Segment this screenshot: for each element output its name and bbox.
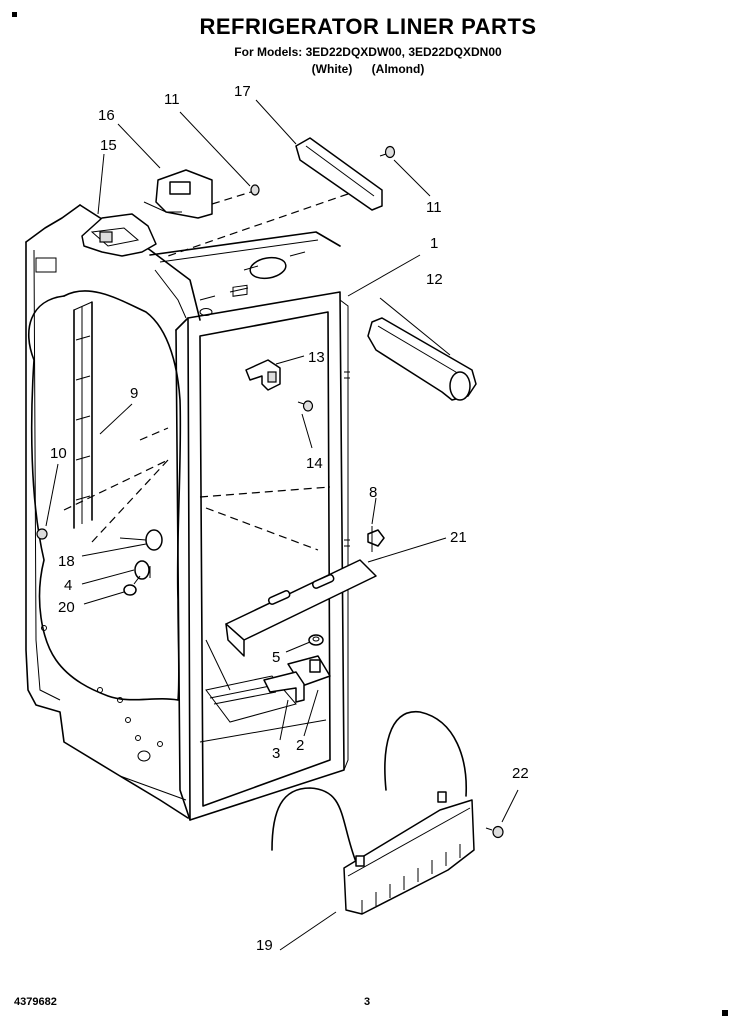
color-white-label: (White)	[311, 62, 353, 76]
callout-part-22: 22	[512, 765, 529, 782]
screw-part-10	[36, 528, 48, 540]
bracket-part-13	[245, 359, 281, 391]
color-variants: (White) (Almond)	[0, 62, 736, 76]
shelf-support-part-21	[225, 559, 377, 657]
leader-lines	[45, 99, 519, 951]
clip-part-8	[367, 526, 385, 552]
knob-group-parts-18-4-20	[119, 529, 163, 596]
heater-assembly-part-19	[271, 711, 475, 915]
callout-part-12: 12	[426, 271, 443, 288]
callout-part-5: 5	[272, 649, 280, 666]
callout-part-1: 1	[430, 235, 438, 252]
callout-part-13: 13	[308, 349, 325, 366]
screw-part-22	[485, 825, 504, 839]
page-title: REFRIGERATOR LINER PARTS	[199, 14, 537, 39]
control-cover-part-16	[143, 169, 213, 219]
callout-part-14: 14	[306, 455, 323, 472]
screw-part-11-right	[379, 145, 396, 159]
liner-drawing	[25, 204, 350, 821]
callout-part-8: 8	[369, 484, 377, 501]
callout-part-3: 3	[272, 745, 280, 762]
callout-part-18: 18	[58, 553, 75, 570]
button-part-5	[308, 634, 324, 646]
callout-part-19: 19	[256, 937, 273, 954]
callout-part-16: 16	[98, 107, 115, 124]
corner-mark-top-left	[12, 12, 17, 17]
callout-part-10: 10	[50, 445, 67, 462]
model-numbers: For Models: 3ED22DQXDW00, 3ED22DQXDN00	[234, 45, 502, 59]
callout-part-17: 17	[234, 83, 251, 100]
page-number: 3	[364, 996, 371, 1008]
callout-part-15: 15	[100, 137, 117, 154]
callout-labels: 1 12 13 14 8 21 5 2 3 19 22 17 11 11 16 …	[50, 83, 529, 954]
callout-part-20: 20	[58, 599, 75, 616]
callout-part-9: 9	[130, 385, 138, 402]
crisper-cover-part-12	[367, 317, 477, 401]
callout-part-11-right: 11	[426, 199, 442, 216]
document-number: 4379682	[14, 996, 57, 1008]
corner-mark-bottom-right	[722, 1010, 728, 1016]
screw-part-11-left	[211, 184, 260, 205]
bracket-part-3	[263, 671, 305, 703]
callout-part-21: 21	[450, 529, 467, 546]
color-almond-label: (Almond)	[371, 62, 425, 76]
callout-part-11-left: 11	[164, 91, 180, 108]
callout-part-2: 2	[296, 737, 304, 754]
screw-part-14	[297, 400, 314, 412]
light-shield-part-17	[167, 137, 383, 257]
callout-part-4: 4	[64, 577, 72, 594]
control-housing-part-15	[81, 213, 157, 257]
